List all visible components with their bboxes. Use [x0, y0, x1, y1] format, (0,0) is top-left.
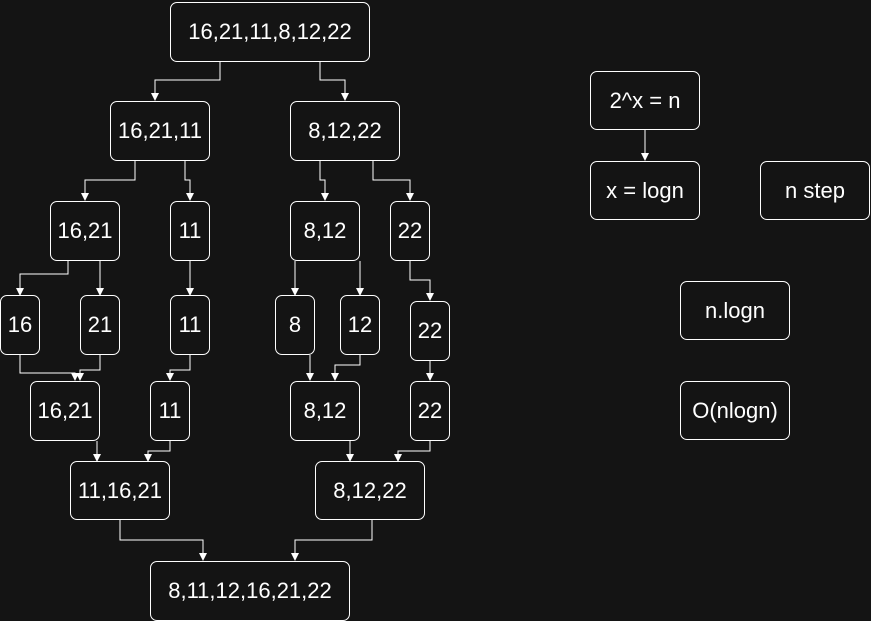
leaf-21: 21: [80, 295, 120, 355]
edge-8-12-22-to-result: [291, 520, 373, 561]
note-power-equation: 2^x = n: [590, 71, 700, 130]
edge-root-to-right: [319, 62, 349, 101]
note-n-step: n step: [760, 161, 870, 220]
edge-left-to-16-21: [81, 161, 136, 201]
leaf-8: 8: [275, 295, 315, 355]
merge-11-16-21: 11,16,21: [70, 461, 170, 520]
node-22-split: 22: [390, 201, 430, 261]
node-11-split: 11: [170, 201, 210, 261]
merge-22: 22: [410, 381, 450, 441]
leaf-12: 12: [340, 295, 380, 355]
node-8-12-split: 8,12: [290, 201, 360, 261]
edge-root-to-left: [151, 62, 221, 101]
note-log-equation: x = logn: [590, 161, 700, 220]
edge-merge-22-down: [394, 441, 431, 462]
merge-16-21: 16,21: [30, 381, 100, 441]
node-right-split: 8,12,22: [290, 101, 400, 161]
edge-merge-11-down: [144, 441, 171, 462]
node-16-21-split: 16,21: [50, 201, 120, 261]
edge-right-to-22: [372, 161, 414, 201]
edge-11-to-merge: [166, 355, 191, 381]
note-n-logn: n.logn: [680, 281, 790, 340]
merge-11: 11: [150, 381, 190, 441]
edge-16-21-to-16: [16, 261, 69, 296]
merge-8-12-22: 8,12,22: [315, 461, 425, 520]
leaf-11: 11: [170, 295, 210, 355]
node-left-split: 16,21,11: [110, 101, 210, 161]
edge-right-to-8-12: [319, 161, 329, 201]
leaf-22: 22: [410, 301, 450, 361]
node-root: 16,21,11,8,12,22: [170, 2, 370, 62]
edge-21-to-merge: [76, 355, 101, 381]
node-result: 8,11,12,16,21,22: [150, 561, 350, 621]
note-big-o: O(nlogn): [680, 381, 790, 440]
edge-22-to-22: [409, 261, 434, 301]
edge-left-to-11: [184, 161, 194, 201]
edge-11-16-21-to-result: [119, 520, 207, 561]
merge-8-12: 8,12: [290, 381, 360, 441]
edge-16-to-merge: [19, 355, 79, 381]
leaf-16: 16: [0, 295, 40, 355]
edge-12-to-merge: [331, 355, 361, 381]
